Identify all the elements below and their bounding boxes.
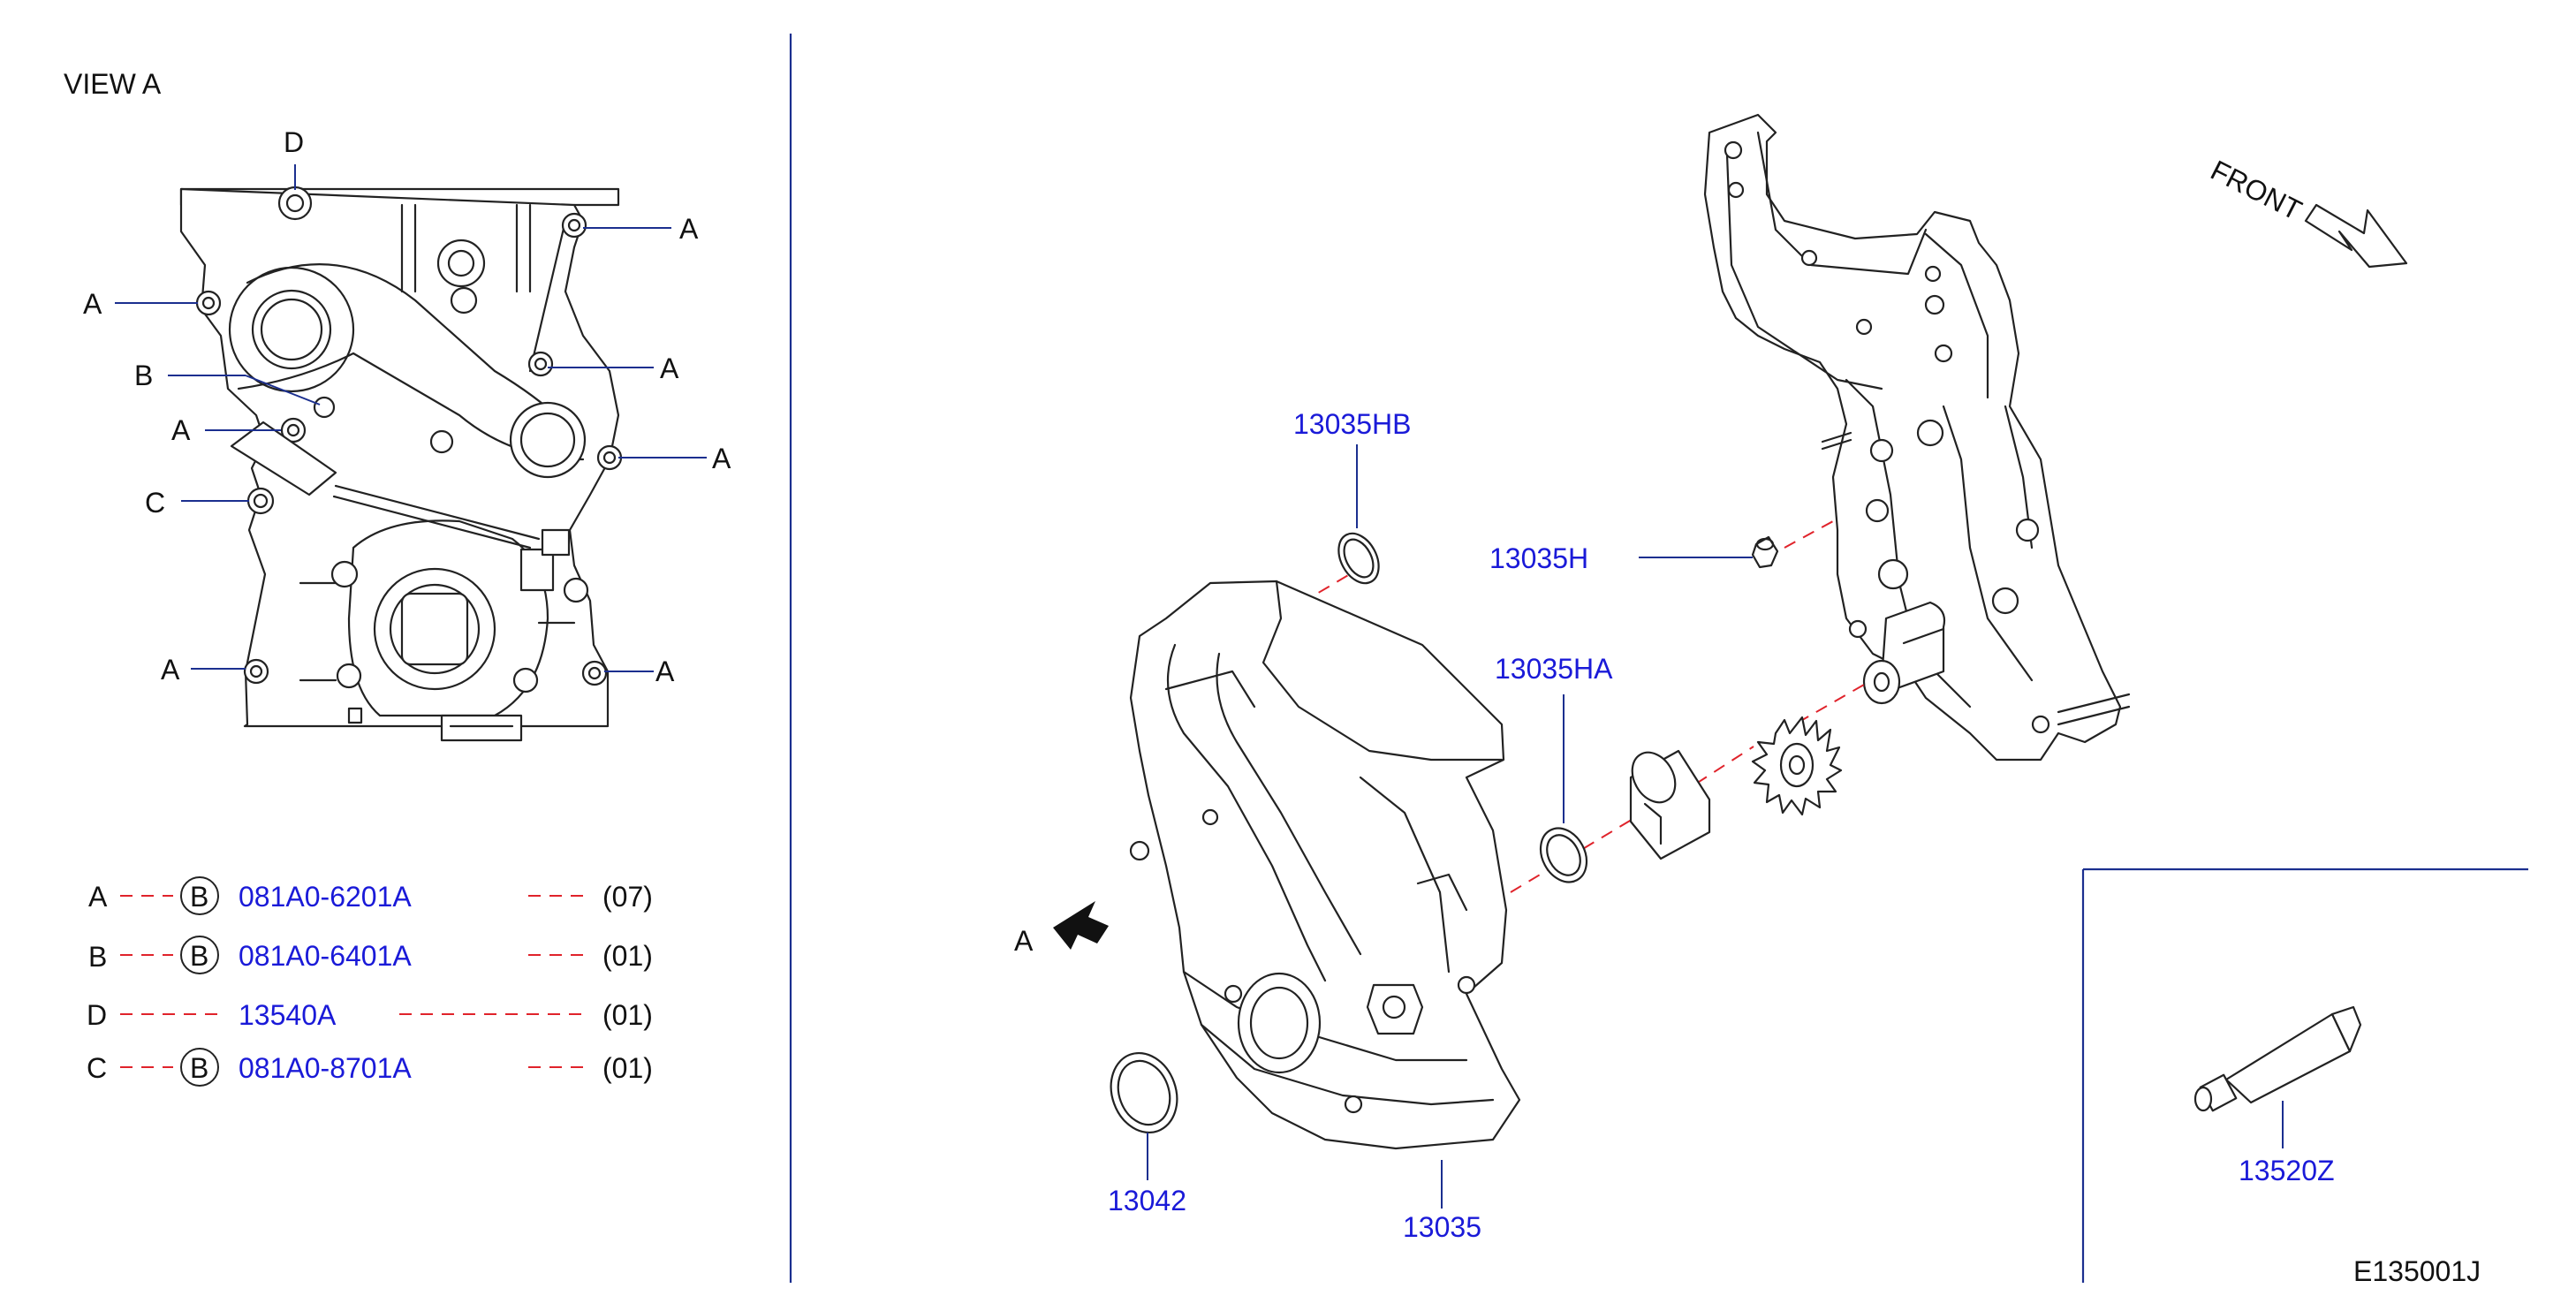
callout-a-right-mid: A	[712, 443, 731, 474]
diagram-code: E135001J	[2353, 1255, 2481, 1287]
part-label-13035hb[interactable]: 13035HB	[1293, 408, 1411, 440]
part-number-labels: 13035HB 13035H 13035HA 13042 13035 13520…	[1108, 408, 2335, 1243]
legend-key: C	[87, 1052, 107, 1084]
callout-c: C	[145, 487, 165, 519]
part-13035ha-seal	[1539, 694, 1588, 883]
crank-collar	[1629, 749, 1711, 860]
callout-a-left-upper: A	[83, 288, 102, 320]
part-label-13035ha[interactable]: 13035HA	[1495, 653, 1613, 685]
part-13035hb-seal	[1337, 444, 1380, 585]
view-a-callouts: D A A A B A A C A A	[83, 126, 731, 687]
view-a-arrow: A	[1014, 901, 1109, 957]
part-label-13042[interactable]: 13042	[1108, 1185, 1186, 1216]
callout-a-left-mid: A	[171, 414, 191, 446]
callout-a-left-bottom: A	[161, 654, 180, 686]
legend-row: C B 081A0-8701A (01)	[87, 1048, 653, 1087]
crank-sprocket	[1751, 716, 1843, 816]
legend-row: A B 081A0-6201A (07)	[88, 876, 653, 915]
legend-part-number[interactable]: 081A0-8701A	[239, 1052, 412, 1084]
part-13042-oil-seal	[1110, 1051, 1178, 1180]
legend-key: B	[88, 941, 107, 973]
fastener-legend: A B 081A0-6201A (07) B B 081A0-6401A (01…	[87, 876, 653, 1087]
front-direction-indicator: FRONT	[2206, 154, 2408, 269]
callout-a-top-right: A	[679, 213, 699, 245]
part-label-13520z[interactable]: 13520Z	[2239, 1155, 2335, 1186]
part-label-13035[interactable]: 13035	[1403, 1211, 1481, 1243]
legend-circled-mark	[180, 936, 219, 974]
callout-b: B	[134, 360, 153, 391]
legend-quantity: (01)	[602, 999, 653, 1031]
callout-a-right-upper: A	[660, 352, 679, 384]
legend-circled-letter: B	[190, 881, 208, 913]
view-a-front-cover-drawing	[179, 186, 623, 742]
legend-key: D	[87, 999, 107, 1031]
legend-row: D 13540A (01)	[87, 999, 653, 1031]
legend-part-number[interactable]: 13540A	[239, 999, 337, 1031]
legend-quantity: (07)	[602, 881, 653, 913]
legend-key: A	[88, 881, 108, 913]
part-13520z-sealant-tube	[2193, 1005, 2362, 1148]
legend-part-number[interactable]: 081A0-6401A	[239, 940, 412, 972]
legend-row: B B 081A0-6401A (01)	[88, 936, 653, 974]
legend-circled-letter: B	[190, 1052, 208, 1084]
front-cover-drawing	[1129, 580, 1521, 1150]
legend-part-number[interactable]: 081A0-6201A	[239, 881, 412, 913]
part-label-13035h[interactable]: 13035H	[1489, 542, 1588, 574]
callout-a-right-bottom: A	[655, 656, 675, 687]
view-a-arrow-icon	[1053, 901, 1109, 950]
legend-circled-mark	[180, 876, 219, 915]
view-a-leaders	[115, 164, 707, 672]
view-title: VIEW A	[64, 68, 162, 100]
front-label: FRONT	[2206, 154, 2307, 226]
legend-circled-mark	[180, 1048, 219, 1087]
callout-d: D	[284, 126, 304, 158]
legend-quantity: (01)	[602, 940, 653, 972]
part-13035h-bolt	[1639, 535, 1779, 569]
front-arrow-icon	[2304, 203, 2408, 269]
legend-quantity: (01)	[602, 1052, 653, 1084]
view-a-arrow-label: A	[1014, 925, 1034, 957]
engine-block-drawing	[1703, 113, 2131, 762]
legend-circled-letter: B	[190, 940, 208, 972]
